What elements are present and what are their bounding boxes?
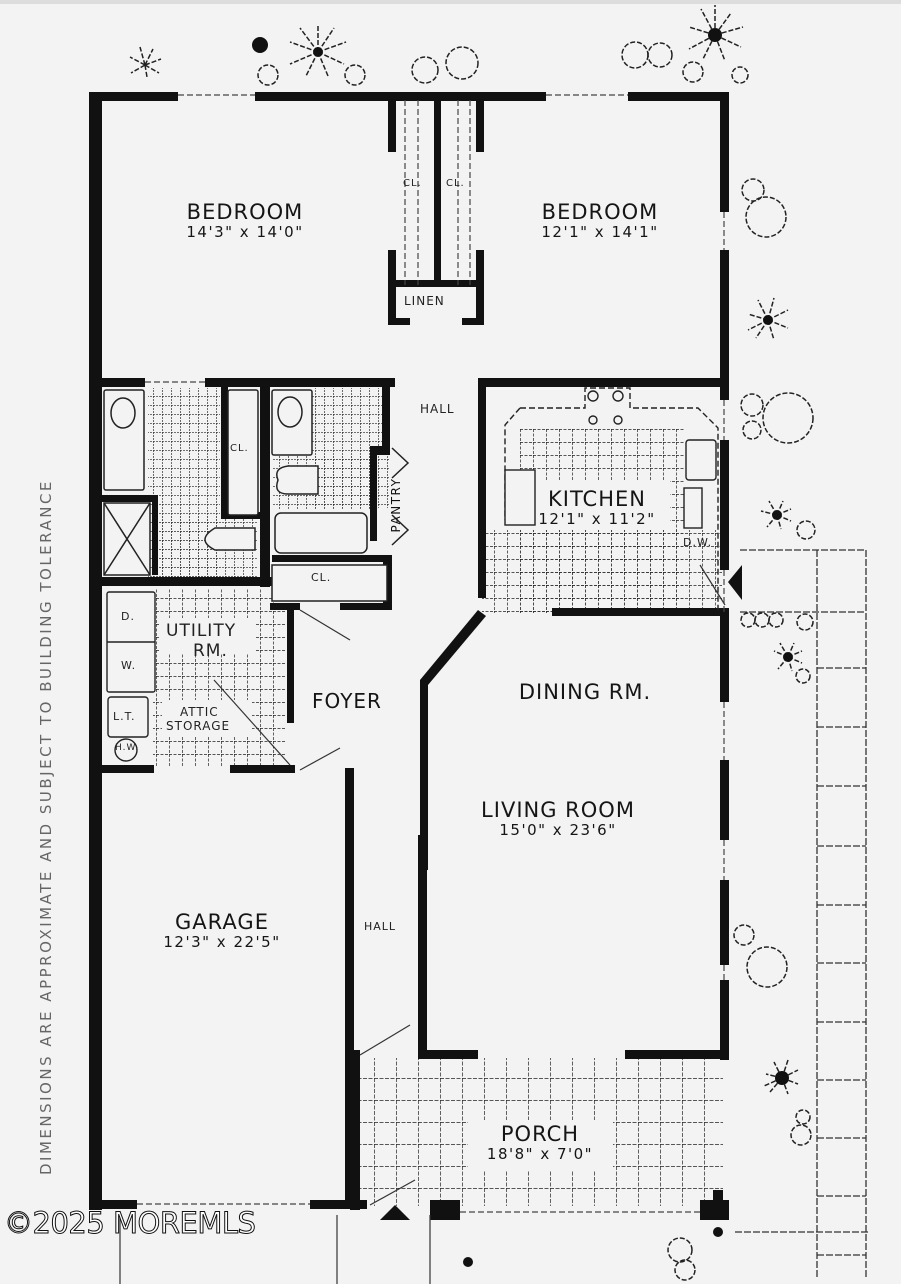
walls <box>89 92 729 1220</box>
windows <box>137 94 725 1213</box>
room-name: BEDROOM <box>541 200 659 224</box>
water-heater-label: H.W. <box>115 743 140 753</box>
room-label-foyer: FOYER <box>312 690 382 713</box>
utility-room-label: UTILITY <box>166 621 237 641</box>
closet-label: CL. <box>403 178 422 189</box>
room-name: PORCH <box>500 1122 580 1146</box>
room-label-dining-room: DINING RM. <box>519 680 651 704</box>
room-dimensions: 12'1" x 14'1" <box>541 223 659 242</box>
room-label-bedroom-1: BEDROOM 14'3" x 14'0" <box>186 200 303 241</box>
room-label-bedroom-2: BEDROOM 12'1" x 14'1" <box>541 200 658 241</box>
room-dimensions: 12'1" x 11'2" <box>538 510 656 529</box>
room-label-garage: GARAGE 12'3" x 22'5" <box>163 910 280 951</box>
attic-storage-label: ATTIC <box>180 705 219 719</box>
front-edge <box>119 1215 431 1284</box>
room-label-kitchen: KITCHEN 12'1" x 11'2" <box>538 487 655 528</box>
room-name: LIVING ROOM <box>481 798 635 822</box>
walkway <box>735 549 870 1278</box>
dishwasher-label: D.W. <box>683 536 713 549</box>
door-swings <box>213 564 726 1206</box>
utility-fixtures <box>106 591 156 762</box>
room-name: KITCHEN <box>547 487 646 511</box>
attic-storage-label-line2: STORAGE <box>166 719 231 733</box>
bath-fixtures <box>103 389 410 602</box>
hall-closet-label: CL. <box>311 571 332 584</box>
entry-arrow-front <box>380 1205 410 1220</box>
room-dimensions: 15'0" x 23'6" <box>499 821 617 840</box>
room-dimensions: 18'8" x 7'0" <box>486 1145 594 1164</box>
bath-closet-label: CL. <box>230 443 249 454</box>
entry-arrow-side <box>728 565 742 600</box>
room-dimensions: 12'3" x 22'5" <box>163 933 281 952</box>
linen-closet-label: LINEN <box>404 294 445 308</box>
laundry-tub-label: L.T. <box>113 710 136 723</box>
room-dimensions: 14'3" x 14'0" <box>186 223 304 242</box>
kitchen-fixtures <box>504 387 719 610</box>
closet-label: CL. <box>446 178 465 189</box>
room-name: GARAGE <box>175 910 269 934</box>
room-name: FOYER <box>312 689 382 713</box>
utility-room-label-line2: RM. <box>193 641 228 661</box>
room-label-porch: PORCH 18'8" x 7'0" <box>487 1122 593 1163</box>
room-label-living-room: LIVING ROOM 15'0" x 23'6" <box>481 798 635 839</box>
hall-label-lower: HALL <box>364 920 397 933</box>
washer-label: W. <box>121 659 137 672</box>
landscaping <box>129 5 816 1281</box>
disclaimer-text: DIMENSIONS ARE APPROXIMATE AND SUBJECT T… <box>37 479 55 1175</box>
dryer-label: D. <box>121 610 135 623</box>
pantry-label: PANTRY <box>389 477 403 533</box>
room-name: DINING RM. <box>518 680 652 704</box>
copyright-watermark: ©2025 MOREMLS <box>3 1206 256 1241</box>
room-name: BEDROOM <box>186 200 304 224</box>
hall-label-upper: HALL <box>420 402 455 416</box>
